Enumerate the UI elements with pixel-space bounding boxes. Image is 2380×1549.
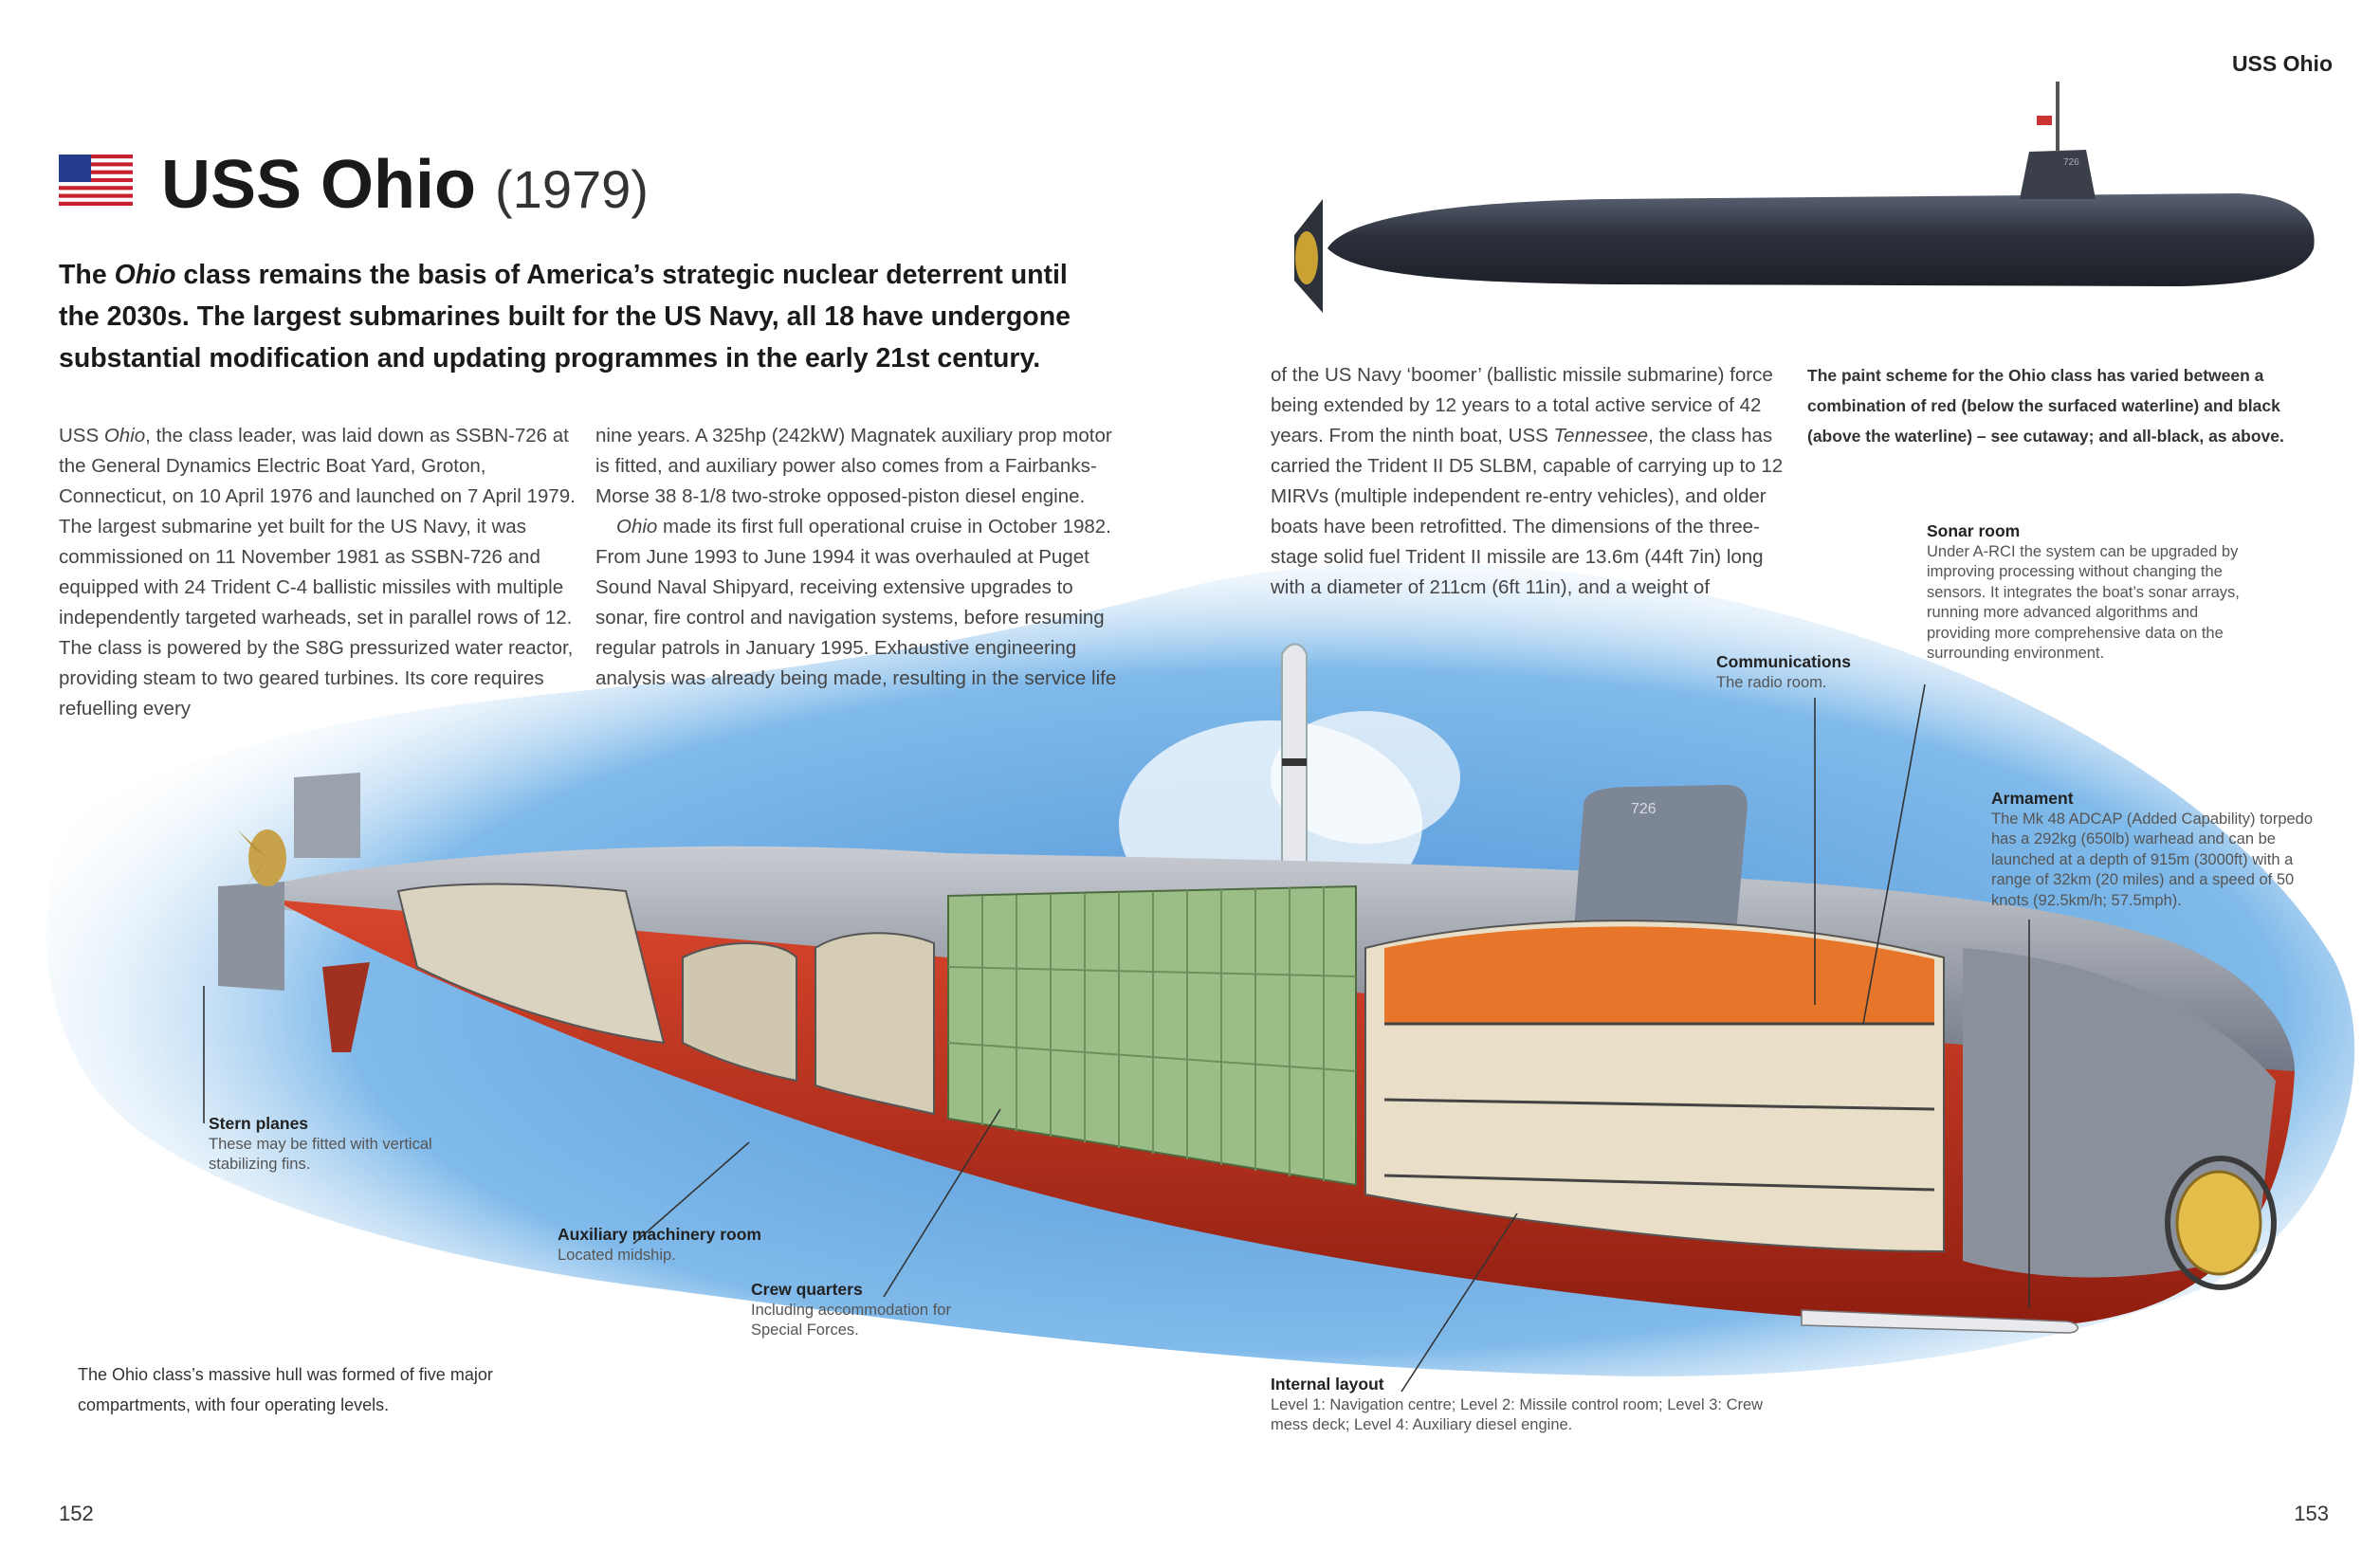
page-number-left: 152 xyxy=(59,1502,94,1525)
label-stern-planes: Stern planes These may be fitted with ve… xyxy=(209,1114,455,1175)
col3-text-c: , the class has carried the Trident II D… xyxy=(1271,425,1784,598)
lead-paragraph: The Ohio class remains the basis of Amer… xyxy=(59,254,1083,379)
label-comm-text: The radio room. xyxy=(1716,673,1827,691)
col3-text-a: of the US Navy ‘boomer’ (ballistic missi… xyxy=(1271,364,1773,446)
label-auxiliary-machinery: Auxiliary machinery room Located midship… xyxy=(558,1225,785,1266)
label-stern-text: These may be fitted with vertical stabil… xyxy=(209,1135,432,1174)
propeller-icon xyxy=(237,829,286,891)
trident-missile xyxy=(1281,643,1308,883)
col1-text-c: , the class leader, was laid down as SSB… xyxy=(59,425,576,720)
profile-sail-number: 726 xyxy=(2063,157,2079,168)
col1-text-a: USS xyxy=(59,425,104,446)
paint-scheme-caption: The paint scheme for the Ohio class has … xyxy=(1807,366,2284,446)
label-aux-title: Auxiliary machinery room xyxy=(558,1225,761,1244)
col3-paragraph: of the US Navy ‘boomer’ (ballistic missi… xyxy=(1271,360,1797,603)
label-stern-title: Stern planes xyxy=(209,1114,309,1133)
label-sonar-title: Sonar room xyxy=(1927,521,2021,540)
col1-ohio-italic: Ohio xyxy=(103,425,146,446)
profile-submarine: 726 xyxy=(1294,82,2315,313)
running-head: USS Ohio xyxy=(2231,51,2333,76)
label-sonar-room: Sonar room Under A-RCI the system can be… xyxy=(1927,521,2240,665)
col2-paragraph-1: nine years. A 325hp (242kW) Magnatek aux… xyxy=(595,425,1112,507)
page-number-right: 153 xyxy=(2294,1502,2329,1525)
label-arm-text: The Mk 48 ADCAP (Added Capability) torpe… xyxy=(1991,810,2314,909)
page-title: USS Ohio (1979) xyxy=(161,142,649,232)
body-column-1: USS Ohio, the class leader, was laid dow… xyxy=(59,421,590,724)
label-int-title: Internal layout xyxy=(1271,1375,1384,1394)
sonar-dome xyxy=(1963,948,2277,1290)
title-name: USS Ohio xyxy=(161,147,477,223)
body-column-3: of the US Navy ‘boomer’ (ballistic missi… xyxy=(1271,360,1797,603)
label-aux-text: Located midship. xyxy=(558,1246,676,1264)
col2-text-b: made its first full operational cruise i… xyxy=(595,516,1117,689)
label-int-text: Level 1: Navigation centre; Level 2: Mis… xyxy=(1271,1395,1764,1434)
label-crew-text: Including accommodation for Special Forc… xyxy=(751,1301,951,1339)
col1-paragraph: USS Ohio, the class leader, was laid dow… xyxy=(59,421,590,724)
cutaway-submarine: 726 xyxy=(218,773,2295,1334)
us-flag-icon xyxy=(59,155,133,206)
lead-part-1: The xyxy=(59,260,115,290)
label-communications: Communications The radio room. xyxy=(1716,652,1906,693)
label-comm-title: Communications xyxy=(1716,652,1851,671)
missile-tube-compartment xyxy=(947,884,1357,1187)
label-internal-layout: Internal layout Level 1: Navigation cent… xyxy=(1271,1375,1802,1436)
forward-compartments xyxy=(1364,920,1945,1253)
label-sonar-text: Under A-RCI the system can be upgraded b… xyxy=(1927,542,2240,663)
col2-ohio-italic: Ohio xyxy=(616,516,658,538)
sail-hull-number: 726 xyxy=(1631,801,1657,817)
lead-part-ohio: Ohio xyxy=(114,260,176,290)
col2-paragraph-2: Ohio made its first full operational cru… xyxy=(595,512,1122,694)
label-crew-title: Crew quarters xyxy=(751,1280,863,1299)
lead-part-3: class remains the basis of America’s str… xyxy=(59,260,1071,374)
col3-tennessee-italic: Tennessee xyxy=(1553,425,1649,446)
title-year: (1979) xyxy=(495,159,649,219)
label-arm-title: Armament xyxy=(1991,789,2074,808)
label-armament: Armament The Mk 48 ADCAP (Added Capabili… xyxy=(1991,789,2333,911)
body-column-2: nine years. A 325hp (242kW) Magnatek aux… xyxy=(595,421,1122,694)
label-crew-quarters: Crew quarters Including accommodation fo… xyxy=(751,1280,998,1341)
hull-caption: The Ohio class’s massive hull was formed… xyxy=(78,1365,493,1414)
label-leader-lines xyxy=(203,683,2030,1393)
